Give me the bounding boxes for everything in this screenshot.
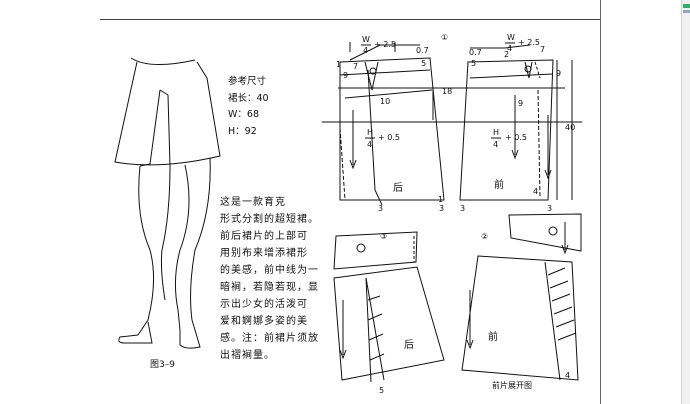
dim-7-back: 7 <box>353 62 358 71</box>
dim-9-front: 9 <box>518 99 523 108</box>
dim-3-front-side: 3 <box>547 204 552 213</box>
step-3-label: ③ <box>380 232 387 241</box>
back-label: 后 <box>393 182 403 194</box>
dim-4-front: 4 <box>533 187 538 196</box>
step-2-label: ② <box>481 232 488 241</box>
description-line: 形式分割的超短裙。 <box>220 214 319 225</box>
dim-3-back: 3 <box>378 204 383 213</box>
description-paragraph: 这是一款育克 形式分割的超短裙。 前后裙片的上部可 用别布来增添裙形 的美感，前… <box>220 194 340 364</box>
dim-7-front: 7 <box>540 45 545 54</box>
scrollbar-mark <box>683 4 690 8</box>
front-label: 前 <box>494 178 504 191</box>
w-num-back: W <box>362 35 370 44</box>
dim-1-back: 1 <box>336 60 341 69</box>
description-line: 前后裙片的上部可 <box>220 231 308 242</box>
page-right-rule <box>600 0 601 404</box>
dim-5-back: 5 <box>421 59 426 68</box>
dim-2-front: 2 <box>504 50 509 59</box>
reference-waist: W：68 <box>228 109 259 120</box>
dim-0-7-front: 0.7 <box>469 48 482 57</box>
h-num-back: H <box>367 128 373 137</box>
description-line: 示出少女的活泼可 <box>220 299 308 310</box>
den-back: 4 <box>363 46 368 55</box>
front-unfold-label: 前 <box>488 330 498 343</box>
dim-9-front-side: 9 <box>556 69 561 78</box>
formula-hip-front: + 0.5 <box>505 133 527 142</box>
dim-40: 40 <box>565 123 575 132</box>
dim-10-back: 10 <box>380 97 390 106</box>
formula-waist-front: + 2.5 <box>518 38 540 47</box>
draft-labels: ① ③ ② W 4 + 2.5 W 4 + 2.5 H 4 + 0.5 H 4 … <box>336 33 575 395</box>
description-line: 爱和婀娜多姿的美 <box>220 316 308 327</box>
step-1-label: ① <box>441 33 448 42</box>
den-front: 4 <box>507 44 512 53</box>
dim-18: 18 <box>442 87 452 96</box>
formula-hip-back: + 0.5 <box>378 133 400 142</box>
model-illustration <box>114 57 221 349</box>
reference-size-block: 参考尺寸 裙长：40 W：68 H：92 <box>228 74 269 140</box>
h-num-front: H <box>493 128 499 137</box>
dim-5-front: 5 <box>471 59 476 68</box>
description-line: 暗裥，若隐若现，显 <box>220 282 319 293</box>
dim-4-unfold: 4 <box>565 371 570 380</box>
formula-waist-back: + 2.5 <box>374 40 396 49</box>
description-line: 的美感，前中线为一 <box>220 265 319 276</box>
dim-0-7-back: 0.7 <box>416 46 429 55</box>
dim-9-back: 9 <box>343 71 348 80</box>
description-line: 感。注：前裙片须放 <box>220 333 319 344</box>
dim-1-back-hem: 1 <box>438 195 443 204</box>
description-line: 用别布来增添裙形 <box>220 248 308 259</box>
draft-2-lines <box>461 213 582 381</box>
scrollbar[interactable] <box>681 0 690 404</box>
back-unfold-label: 后 <box>404 339 414 351</box>
den-hip-back: 4 <box>367 140 372 149</box>
w-num-front: W <box>507 33 515 42</box>
reference-skirt-length: 裙长：40 <box>228 92 269 104</box>
front-unfold-caption: 前片展开图 <box>492 380 532 390</box>
scrollbar-mark-2 <box>683 10 690 13</box>
reference-hip: H：92 <box>228 125 257 137</box>
dim-5-unfold: 5 <box>379 386 384 395</box>
dim-3-back-side: 3 <box>439 204 444 213</box>
figure-caption: 图3–9 <box>150 360 175 370</box>
den-hip-front: 4 <box>493 140 498 149</box>
description-line: 这是一款育克 <box>220 197 286 208</box>
draft-1-lines <box>322 42 582 206</box>
dim-3-front: 3 <box>460 204 465 213</box>
description-line: 出褶裥量。 <box>220 350 275 361</box>
draft-3-lines <box>333 231 445 383</box>
page-top-rule <box>100 19 600 20</box>
reference-title: 参考尺寸 <box>228 76 267 87</box>
